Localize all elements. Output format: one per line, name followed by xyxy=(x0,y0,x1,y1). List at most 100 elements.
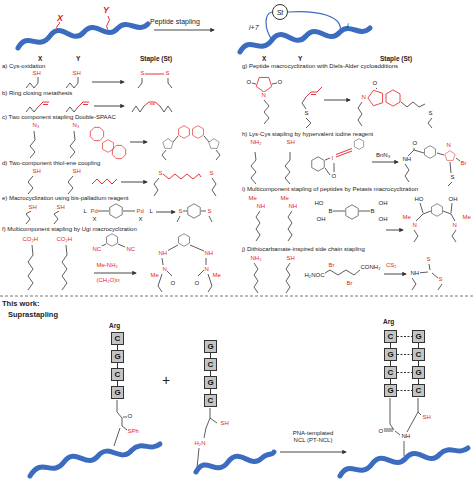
node-text: C xyxy=(388,369,394,377)
residue-index: i+7 xyxy=(249,24,259,32)
column-header: X xyxy=(262,55,266,62)
atom-label: B xyxy=(328,208,333,215)
bond-line xyxy=(62,245,67,290)
atom-label: SH xyxy=(32,168,41,175)
ring-shape xyxy=(90,127,103,140)
bond-line xyxy=(266,12,272,40)
pna-base-box: C xyxy=(111,368,124,381)
bond-line xyxy=(340,448,468,476)
residue-name: Arg xyxy=(109,322,120,329)
atom-label: OH xyxy=(378,200,388,207)
node-text: G xyxy=(415,333,421,341)
atom-label: S xyxy=(178,208,183,215)
atom-label: Me-NH₂ xyxy=(96,262,118,269)
bond-line xyxy=(173,136,209,142)
row-i xyxy=(256,203,456,242)
bond-line xyxy=(416,203,455,221)
pna-base-box: C xyxy=(412,384,425,397)
atom-label: SH xyxy=(422,414,431,421)
bond-line xyxy=(240,28,370,52)
atom-label: S xyxy=(450,174,455,181)
residue-index: i xyxy=(347,22,349,30)
suprastapling-scheme xyxy=(30,398,468,476)
row-g xyxy=(252,77,432,128)
bond-line xyxy=(162,150,220,160)
plus-sign: + xyxy=(162,372,170,388)
atom-label: SH xyxy=(72,168,81,175)
bond-line xyxy=(252,83,277,84)
bond-line xyxy=(28,176,33,194)
column-header: Y xyxy=(298,55,302,62)
node-text: G xyxy=(114,389,120,397)
atom-label: S xyxy=(207,208,212,215)
section-title: This work: xyxy=(2,300,40,309)
atom-label: NH xyxy=(410,270,420,277)
atom-label: NH xyxy=(256,203,266,210)
bond-line xyxy=(197,408,217,468)
ring-shape xyxy=(354,139,363,150)
bond-line xyxy=(54,211,59,224)
atom-label: Me xyxy=(150,272,159,279)
atom-label: OH xyxy=(316,216,326,223)
node-text: C xyxy=(416,351,422,359)
bond-line xyxy=(66,107,78,112)
atom-label: O xyxy=(277,79,283,86)
bond-line xyxy=(57,22,60,30)
bond-line xyxy=(30,131,35,158)
bond-line xyxy=(98,211,135,212)
ring-shape xyxy=(193,126,204,139)
node-text: G xyxy=(387,387,393,395)
row-c xyxy=(30,126,220,160)
bond-line xyxy=(182,211,206,212)
atom-label: L xyxy=(83,208,87,215)
pna-base-box: G xyxy=(412,330,425,343)
atom-label: O xyxy=(127,413,133,420)
bond-line xyxy=(28,245,33,290)
bond-line xyxy=(78,102,89,107)
bond-line xyxy=(428,118,432,128)
atom-label: Br xyxy=(346,280,353,287)
pna-base-box: G xyxy=(204,376,217,389)
row-title: j) Dithiocarbamate-inspired side chain s… xyxy=(242,246,365,253)
row-title: f) Multicomponent stapling by Ugi macroc… xyxy=(2,226,137,233)
bond-line xyxy=(198,258,212,292)
bond-line xyxy=(145,74,164,75)
row-title: a) Cys-oxidation xyxy=(2,63,45,70)
group-letter: X xyxy=(57,13,63,23)
bond-line xyxy=(144,102,160,106)
atom-label: O xyxy=(331,173,337,180)
row-title: BnN₃ xyxy=(376,152,390,159)
bond-line xyxy=(132,106,144,112)
bond-line xyxy=(288,12,340,32)
bond-line xyxy=(70,131,75,158)
bond-line xyxy=(160,106,172,112)
atom-label: NH xyxy=(401,433,411,440)
bond-line xyxy=(437,153,444,155)
atom-label: H₂N xyxy=(194,440,206,447)
bond-line xyxy=(264,100,269,124)
base-pair-line xyxy=(397,372,412,373)
pna-base-box: C xyxy=(412,348,425,361)
bond-line xyxy=(114,400,127,446)
atom-label: HO xyxy=(314,200,324,207)
atom-label: CS₂ xyxy=(386,262,397,269)
arrow-line xyxy=(372,162,398,163)
node-text: G xyxy=(207,343,213,351)
atom-label: S xyxy=(438,276,443,283)
bond-line xyxy=(418,264,438,278)
pna-base-box: C xyxy=(204,394,217,407)
bond-line xyxy=(167,245,204,251)
atom-label: N xyxy=(412,222,417,229)
bond-line xyxy=(18,24,148,48)
ring-shape xyxy=(107,234,118,247)
bond-line xyxy=(26,107,38,112)
base-pair-line xyxy=(397,390,412,391)
atom-label: CO₂H xyxy=(56,236,73,243)
row-j xyxy=(254,263,442,293)
pna-base-box: C xyxy=(111,332,124,345)
atom-label: O xyxy=(194,280,200,287)
ring-shape xyxy=(368,90,383,105)
atom-label: X xyxy=(138,216,143,223)
arrow-line xyxy=(154,30,214,31)
